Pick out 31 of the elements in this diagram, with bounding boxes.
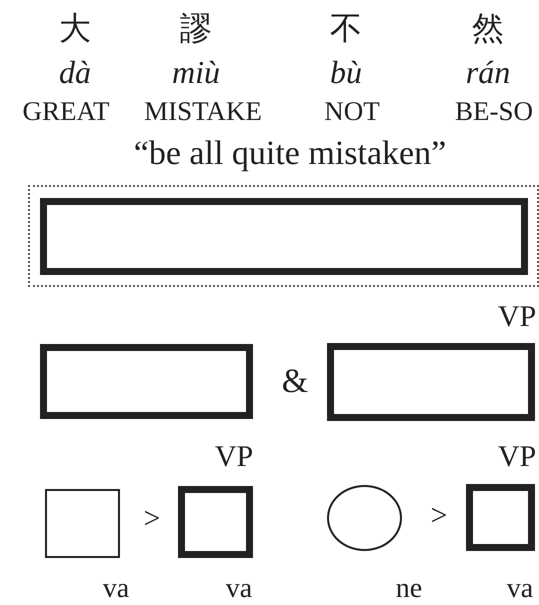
category-label: va bbox=[226, 575, 252, 603]
slot-box bbox=[178, 486, 253, 558]
chinese-character: 然 bbox=[472, 12, 504, 44]
chinese-character: 大 bbox=[59, 12, 91, 44]
slot-box bbox=[327, 343, 535, 421]
operator-symbol: > bbox=[430, 501, 448, 531]
pinyin-text: bù bbox=[330, 56, 362, 88]
slot-box bbox=[45, 489, 120, 558]
translation-text: “be all quite mistaken” bbox=[134, 137, 446, 171]
slot-circle bbox=[327, 485, 402, 551]
category-label: VP bbox=[214, 442, 254, 472]
operator-symbol: > bbox=[144, 504, 160, 534]
slot-box bbox=[40, 344, 253, 419]
category-label: va bbox=[102, 575, 130, 603]
operator-symbol: & bbox=[282, 365, 308, 399]
slot-box bbox=[40, 198, 528, 275]
pinyin-text: dà bbox=[59, 56, 91, 88]
chinese-character: 不 bbox=[330, 12, 362, 44]
category-label: ne bbox=[396, 575, 422, 603]
pinyin-text: rán bbox=[466, 56, 510, 88]
gloss-text: GREAT bbox=[22, 98, 110, 125]
slot-box bbox=[466, 484, 535, 551]
category-label: va bbox=[506, 575, 534, 603]
gloss-text: BE-SO bbox=[455, 98, 533, 125]
category-label: VP bbox=[498, 442, 536, 472]
category-label: VP bbox=[498, 302, 536, 332]
gloss-text: MISTAKE bbox=[144, 98, 262, 125]
pinyin-text: miù bbox=[172, 56, 220, 88]
gloss-text: NOT bbox=[324, 98, 380, 125]
chinese-character: 謬 bbox=[180, 12, 212, 44]
dotted-frame bbox=[28, 185, 539, 287]
